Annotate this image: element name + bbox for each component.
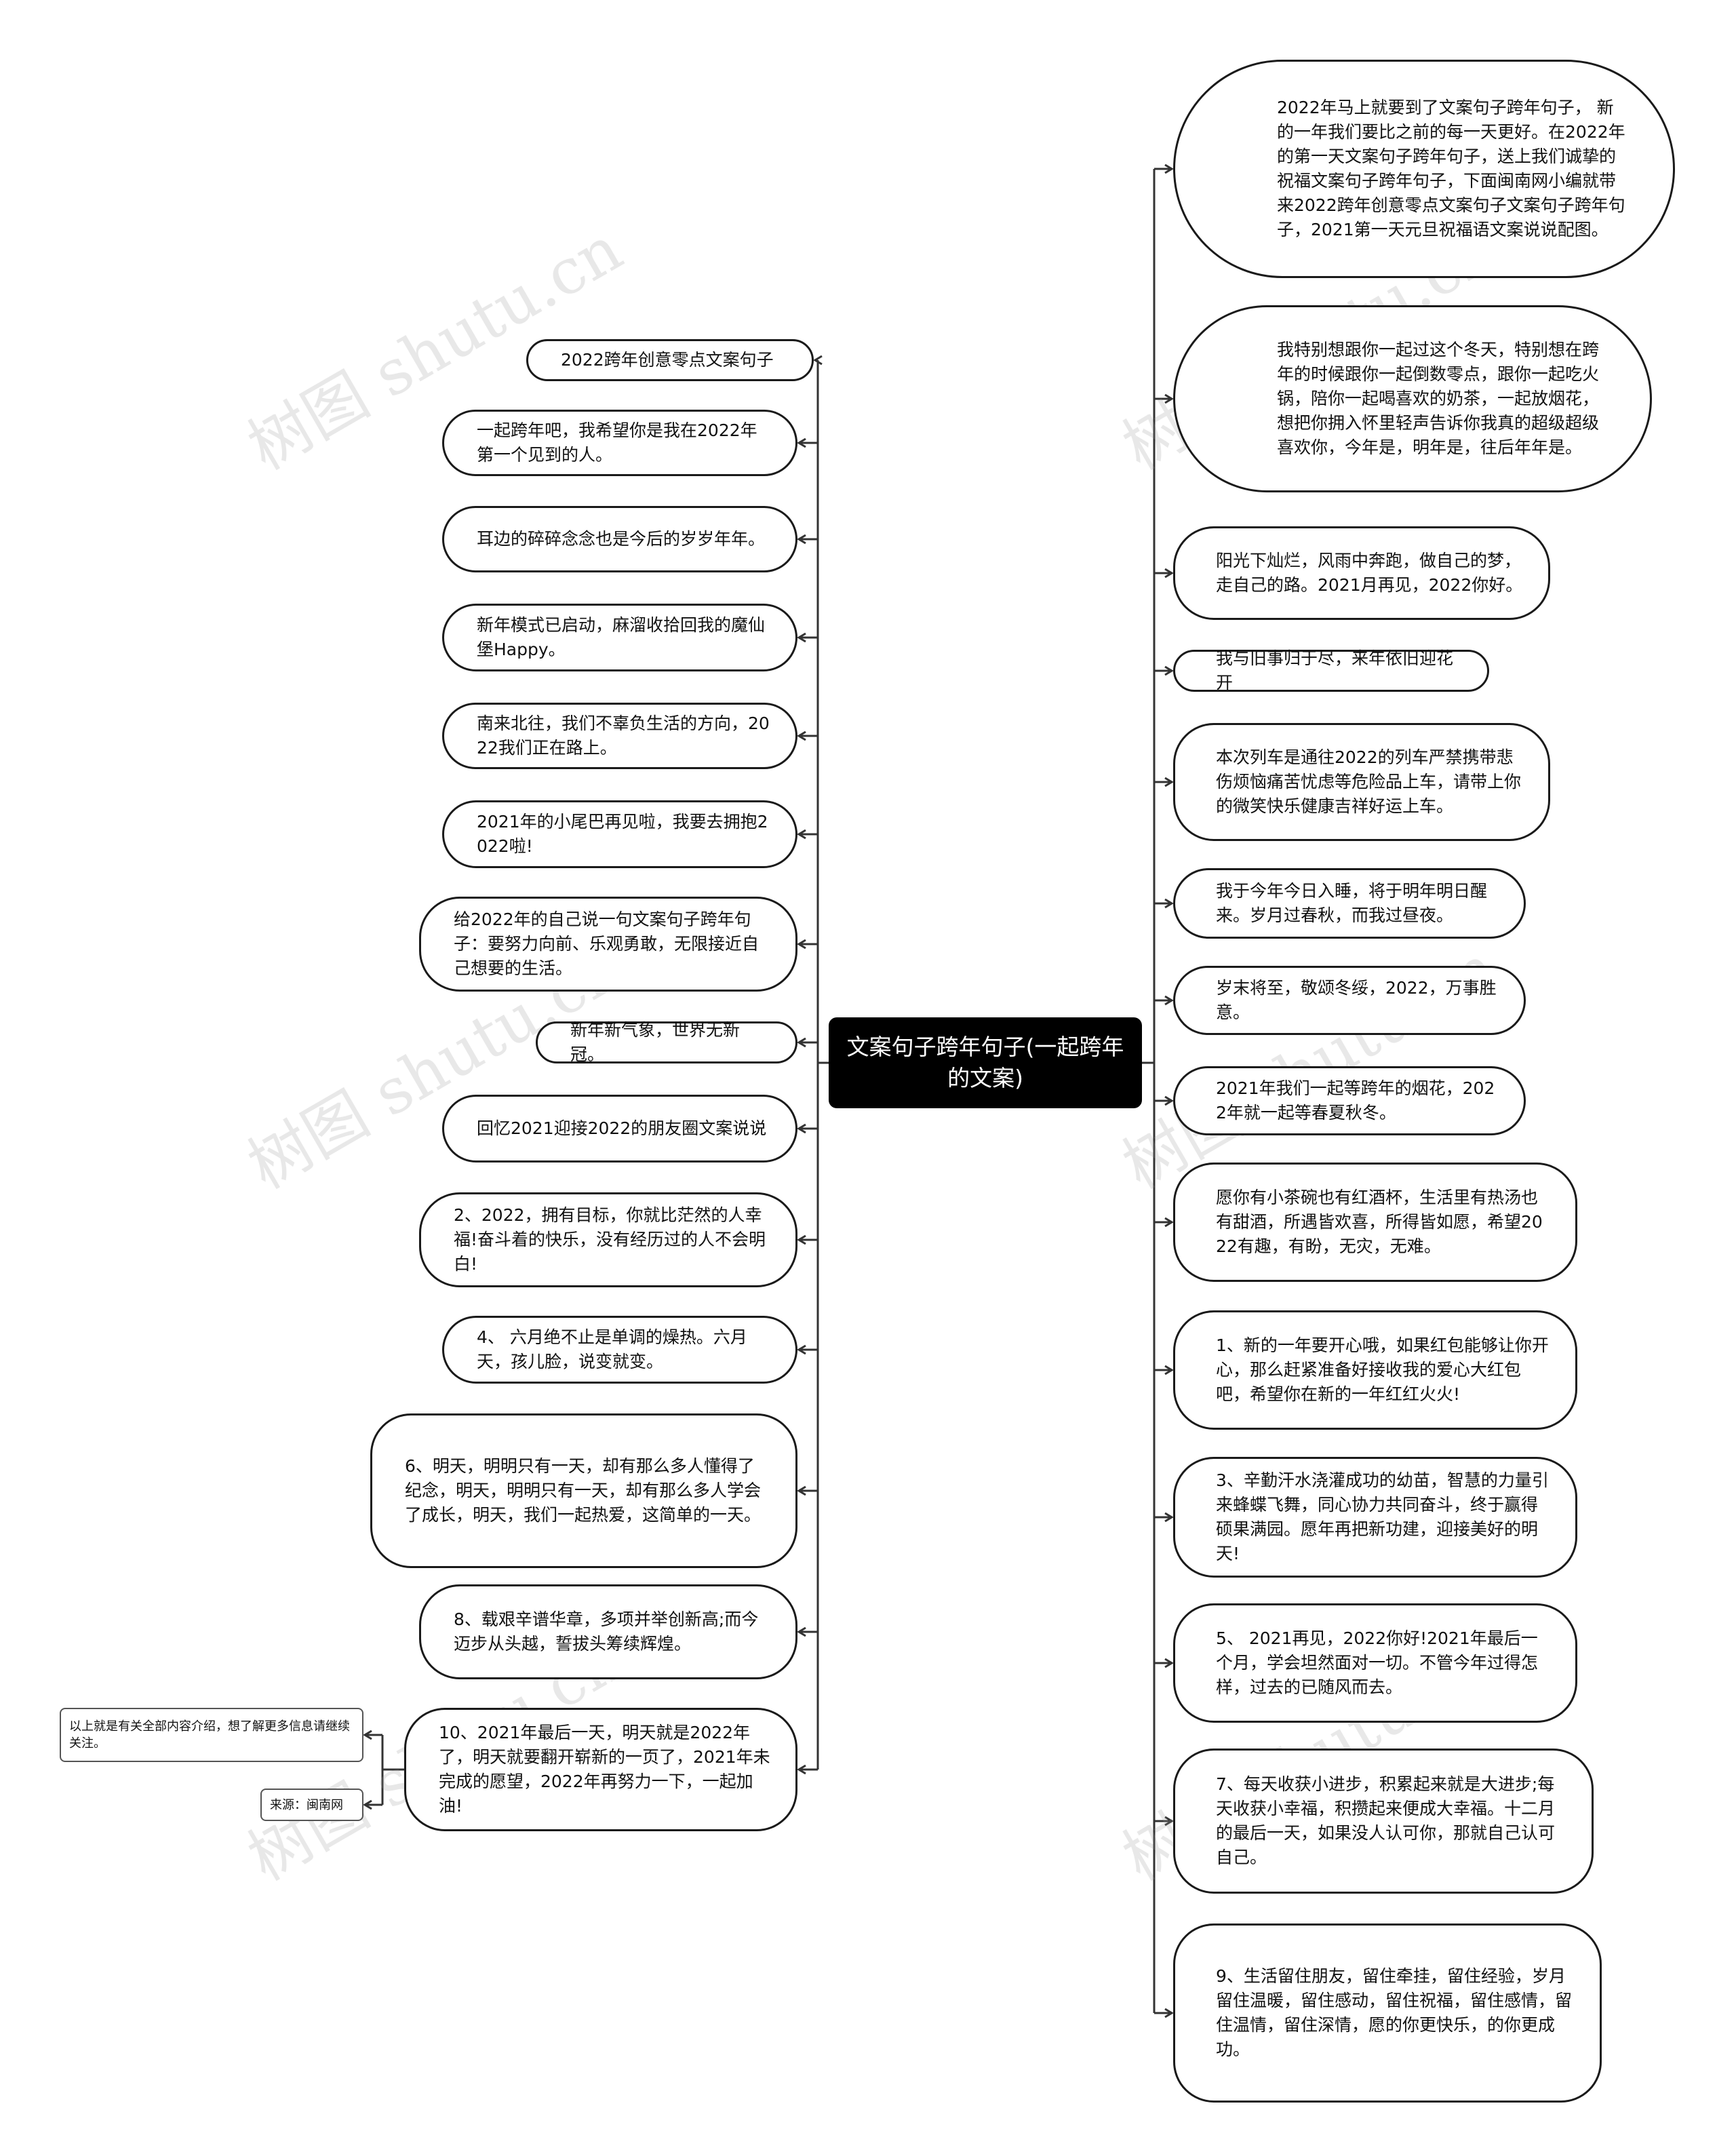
left-topic-node[interactable]: 给2022年的自己说一句文案句子跨年句子：要努力向前、乐观勇敢，无限接近自己想要… [419,897,797,992]
arrow-head [797,829,806,840]
right-topic-node[interactable]: 阳光下灿烂，风雨中奔跑，做自己的梦，走自己的路。2021月再见，2022你好。 [1173,526,1550,620]
left-topic-node[interactable]: 耳边的碎碎念念也是今后的岁岁年年。 [442,506,797,572]
left-topic-node[interactable]: 2021年的小尾巴再见啦，我要去拥抱2022啦! [442,800,797,868]
arrow-head [1164,1816,1174,1827]
arrow-head [797,1234,806,1245]
arrow-head [797,534,806,545]
left-topic-node[interactable]: 新年新气象，世界无新冠。 [536,1020,797,1064]
right-topic-node[interactable]: 9、生活留住朋友，留住牵挂，留住经验，岁月留住温暖，留住感动，留住祝福，留住感情… [1173,1923,1602,2103]
left-topic-node[interactable]: 2、2022，拥有目标，你就比茫然的人幸福!奋斗着的快乐，没有经历过的人不会明白… [419,1192,797,1287]
arrow-head [1164,1095,1174,1106]
arrow-head [797,632,806,643]
arrow-head [1164,1658,1174,1668]
arrow-head [1164,393,1174,404]
arrow-head [1164,777,1174,787]
left-topic-node[interactable]: 南来北往，我们不辜负生活的方向，2022我们正在路上。 [442,703,797,769]
arrow-head [1164,995,1174,1006]
arrow-head [797,1626,806,1637]
right-topic-node[interactable]: 2021年我们一起等跨年的烟花，2022年就一起等春夏秋冬。 [1173,1066,1526,1135]
arrow-head [1164,1217,1174,1228]
right-topic-node[interactable]: 1、新的一年要开心哦，如果红包能够让你开心，那么赶紧准备好接收我的爱心大红包吧，… [1173,1310,1577,1430]
right-topic-node[interactable]: 我特别想跟你一起过这个冬天，特别想在跨年的时候跟你一起倒数零点，跟你一起吃火锅，… [1173,305,1652,492]
arrow-head [797,1037,806,1048]
arrow-head [1164,2008,1174,2018]
arrow-head [797,437,806,448]
arrow-head [813,355,823,366]
footer-note[interactable]: 以上就是有关全部内容介绍，想了解更多信息请继续关注。 [60,1708,363,1762]
right-topic-node[interactable]: 我与旧事归于尽，来年依旧迎花开 [1173,648,1489,692]
source-label[interactable]: 来源：闽南网 [260,1789,363,1821]
arrow-head [1164,1365,1174,1375]
arrow-head [1164,665,1174,676]
right-topic-node[interactable]: 我于今年今日入睡，将于明年明日醒来。岁月过春秋，而我过昼夜。 [1173,868,1526,939]
arrow-head [797,1485,806,1496]
right-topic-node[interactable]: 7、每天收获小进步，积累起来就是大进步;每天收获小幸福，积攒起来便成大幸福。十二… [1173,1749,1594,1894]
left-topic-node[interactable]: 回忆2021迎接2022的朋友圈文案说说 [442,1095,797,1163]
arrow-head [1164,898,1174,909]
left-topic-node[interactable]: 新年模式已启动，麻溜收拾回我的魔仙堡Happy。 [442,604,797,671]
right-topic-node[interactable]: 2022年马上就要到了文案句子跨年句子， 新的一年我们要比之前的每一天更好。在2… [1173,60,1675,278]
arrow-head [363,1730,372,1740]
central-topic[interactable]: 文案句子跨年句子(一起跨年的文案) [829,1017,1142,1108]
arrow-head [1164,163,1174,174]
left-topic-node[interactable]: 4、 六月绝不止是单调的燥热。六月天，孩儿脸，说变就变。 [442,1316,797,1384]
arrow-head [797,1764,806,1775]
left-topic-node[interactable]: 10、2021年最后一天，明天就是2022年了，明天就要翻开崭新的一页了，202… [404,1708,797,1831]
right-topic-node[interactable]: 3、辛勤汗水浇灌成功的幼苗，智慧的力量引来蜂蝶飞舞，同心协力共同奋斗，终于赢得硕… [1173,1457,1577,1578]
arrow-head [1164,568,1174,579]
arrow-head [797,939,806,950]
arrow-head [1164,1512,1174,1523]
right-topic-node[interactable]: 愿你有小茶碗也有红酒杯，生活里有热汤也有甜酒，所遇皆欢喜，所得皆如愿，希望202… [1173,1163,1577,1282]
arrow-head [797,1344,806,1355]
arrow-head [797,1123,806,1134]
arrow-head [363,1799,372,1810]
left-topic-node[interactable]: 一起跨年吧，我希望你是我在2022年第一个见到的人。 [442,410,797,476]
right-topic-node[interactable]: 5、 2021再见，2022你好!2021年最后一个月，学会坦然面对一切。不管今… [1173,1603,1577,1723]
left-topic-node[interactable]: 8、载艰辛谱华章，多项并举创新高;而今迈步从头越，誓拔头筹续辉煌。 [419,1584,797,1679]
right-topic-node[interactable]: 岁末将至，敬颂冬绥，2022，万事胜意。 [1173,966,1526,1035]
right-topic-node[interactable]: 本次列车是通往2022的列车严禁携带悲伤烦恼痛苦忧虑等危险品上车，请带上你的微笑… [1173,723,1550,841]
left-topic-node[interactable]: 2022跨年创意零点文案句子 [526,339,814,381]
arrow-head [797,730,806,741]
left-topic-node[interactable]: 6、明天，明明只有一天，却有那么多人懂得了纪念，明天，明明只有一天，却有那么多人… [370,1413,797,1568]
